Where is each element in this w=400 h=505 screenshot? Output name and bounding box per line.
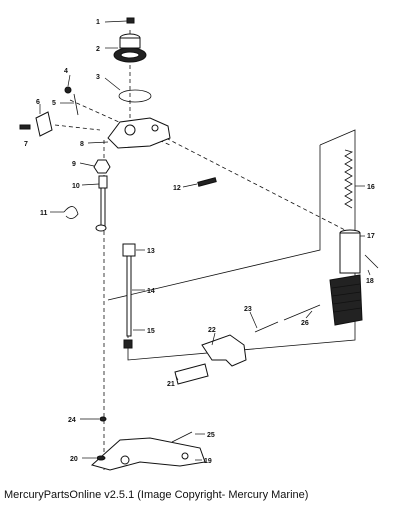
part-upper-shift-shaft (81, 175, 108, 232)
label-part-21: 21 (167, 381, 175, 388)
part-bellows (329, 274, 363, 326)
part-bearing (105, 33, 147, 63)
label-part-25: 25 (207, 432, 215, 439)
label-part-6: 6 (36, 99, 40, 106)
part-coupler (122, 243, 145, 257)
label-part-8: 8 (80, 141, 84, 148)
part-shift-lever (87, 117, 171, 149)
label-part-16: 16 (367, 184, 375, 191)
part-cam (201, 332, 247, 367)
part-nut (79, 159, 111, 174)
label-part-14: 14 (147, 288, 155, 295)
part-number-labels: 1 2 3 4 5 6 7 8 9 10 11 12 13 14 15 16 1… (24, 19, 375, 465)
part-threaded-rod (283, 304, 321, 321)
label-part-23: 23 (244, 306, 252, 313)
part-sleeve (339, 229, 365, 274)
part-small-screw (60, 74, 79, 116)
part-lower-shift-shaft (126, 255, 145, 337)
label-part-9: 9 (72, 161, 76, 168)
part-pin-lower (171, 431, 205, 443)
label-part-18: 18 (366, 278, 374, 285)
label-part-22: 22 (208, 327, 216, 334)
part-spring (344, 149, 365, 209)
label-part-15: 15 (147, 328, 155, 335)
label-part-5: 5 (52, 100, 56, 107)
part-lower-lever (90, 437, 206, 471)
label-part-24: 24 (68, 417, 76, 424)
copyright-caption: MercuryPartsOnline v2.5.1 (Image Copyrig… (4, 489, 309, 501)
part-washer (82, 455, 106, 461)
part-pin (364, 254, 379, 276)
label-part-12: 12 (173, 185, 181, 192)
assembly-guide-lines (54, 30, 356, 470)
part-bolt (182, 177, 217, 188)
label-part-13: 13 (147, 248, 155, 255)
label-part-17: 17 (367, 233, 375, 240)
label-part-3: 3 (96, 74, 100, 81)
label-part-19: 19 (204, 458, 212, 465)
label-part-26: 26 (301, 320, 309, 327)
label-part-10: 10 (72, 183, 80, 190)
label-part-4: 4 (64, 68, 68, 75)
exploded-parts-diagram: 1 2 3 4 5 6 7 8 9 10 11 12 13 14 15 16 1… (19, 17, 379, 471)
part-long-screw (249, 311, 279, 333)
label-part-20: 20 (70, 456, 78, 463)
part-clamp (19, 104, 53, 137)
label-part-1: 1 (96, 19, 100, 26)
label-part-2: 2 (96, 46, 100, 53)
part-clip (50, 206, 79, 219)
label-part-7: 7 (24, 141, 28, 148)
part-block (174, 363, 209, 385)
part-retaining-ring (104, 77, 152, 103)
part-shaft-end (123, 329, 145, 349)
part-small-ring (80, 416, 107, 422)
label-part-11: 11 (40, 210, 48, 217)
part-screw (104, 17, 135, 24)
